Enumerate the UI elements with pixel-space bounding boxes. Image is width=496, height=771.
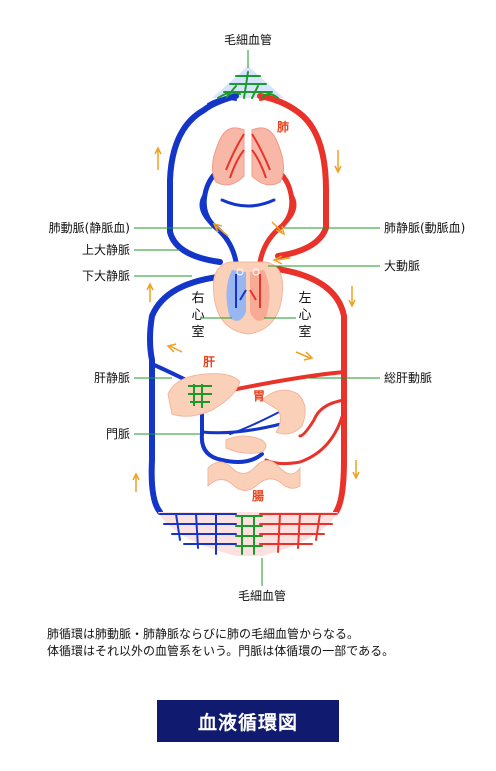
lower-venous-trunk — [147, 273, 229, 515]
caption: 肺循環は肺動脈・肺静脈ならびに肺の毛細血管からなる。 体循環はそれ以外の血管系を… — [47, 626, 394, 660]
flow-arrow — [348, 286, 356, 308]
left-ventricle-label-2: 心 — [298, 308, 311, 323]
pulmonary-vein-vessel — [257, 165, 295, 265]
upper-arterial-trunk — [257, 93, 329, 259]
leader-lines — [134, 50, 380, 586]
flow-arrow — [334, 150, 342, 174]
liver: 肝 — [167, 354, 241, 417]
vessel-network — [147, 66, 347, 556]
flow-arrow — [272, 255, 291, 265]
diagram-title: 血液循環図 — [197, 711, 298, 734]
inferior-vena-cava-label: 下大静脈 — [82, 269, 130, 283]
left-ventricle-label-1: 左 — [298, 291, 311, 306]
hepatic-artery-vessel — [220, 370, 346, 394]
right-ventricle-label-1: 右 — [191, 291, 204, 306]
hepatic-vein-label: 肝静脈 — [94, 371, 130, 385]
aorta-label: 大動脈 — [384, 259, 420, 273]
flow-arrow — [212, 222, 229, 237]
flow-arrow — [166, 343, 183, 353]
flow-arrows — [132, 146, 360, 492]
top-capillary-lines — [207, 71, 289, 105]
heart-labels: 右 心 室 左 心 室 — [191, 291, 311, 340]
intestine: 腸 — [207, 435, 301, 503]
heart-body — [212, 261, 284, 335]
bottom-capillary-lines — [159, 513, 337, 555]
left-ventricle-label-3: 室 — [298, 324, 311, 340]
caption-line-1: 肺循環は肺動脈・肺静脈ならびに肺の毛細血管からなる。 — [47, 627, 360, 641]
common-hepatic-artery-label: 総肝動脈 — [384, 371, 432, 385]
right-ventricle-label-3: 室 — [191, 324, 204, 340]
intestine-shape — [207, 460, 301, 491]
left-lung — [212, 127, 245, 186]
lower-arterial-trunk — [267, 265, 347, 515]
stomach: 胃 — [253, 389, 306, 435]
title-banner: 血液循環図 — [157, 700, 339, 742]
capillary-top-label: 毛細血管 — [224, 32, 272, 47]
right-lung — [251, 127, 284, 186]
upper-venous-trunk — [167, 93, 239, 265]
lung-label: 肺 — [277, 119, 289, 134]
liver-label: 肝 — [203, 354, 215, 369]
flow-arrow — [352, 460, 360, 480]
flow-arrow — [271, 221, 286, 236]
capillary-bottom-label: 毛細血管 — [238, 588, 286, 603]
pulmonary-artery-label: 肺動脈(静脈血) — [49, 221, 130, 235]
stomach-label: 胃 — [253, 389, 265, 403]
intestine-label: 腸 — [252, 489, 264, 503]
portal-vein-vessel — [199, 398, 264, 464]
heart — [212, 261, 284, 335]
flow-arrow — [132, 472, 140, 492]
right-ventricle-label-2: 心 — [191, 308, 204, 323]
pulmonary-vein-label: 肺静脈(動脈血) — [384, 221, 465, 235]
pulmonary-artery-vessel — [201, 165, 239, 265]
vessel-labels: 毛細血管 肺動脈(静脈血) 上大静脈 下大静脈 肝静脈 門脈 肺静脈(動脈血) … — [49, 32, 466, 603]
caption-line-2: 体循環はそれ以外の血管系をいう。門脈は体循環の一部である。 — [47, 644, 395, 658]
stomach-shape — [261, 389, 306, 435]
portal-vein-label: 門脈 — [106, 427, 130, 441]
top-capillary-bed — [212, 66, 284, 98]
lungs: 肺 — [212, 119, 289, 186]
flow-arrow — [295, 351, 314, 361]
superior-vena-cava-label: 上大静脈 — [82, 243, 130, 257]
flow-arrow — [154, 146, 162, 170]
flow-arrow — [146, 282, 154, 302]
